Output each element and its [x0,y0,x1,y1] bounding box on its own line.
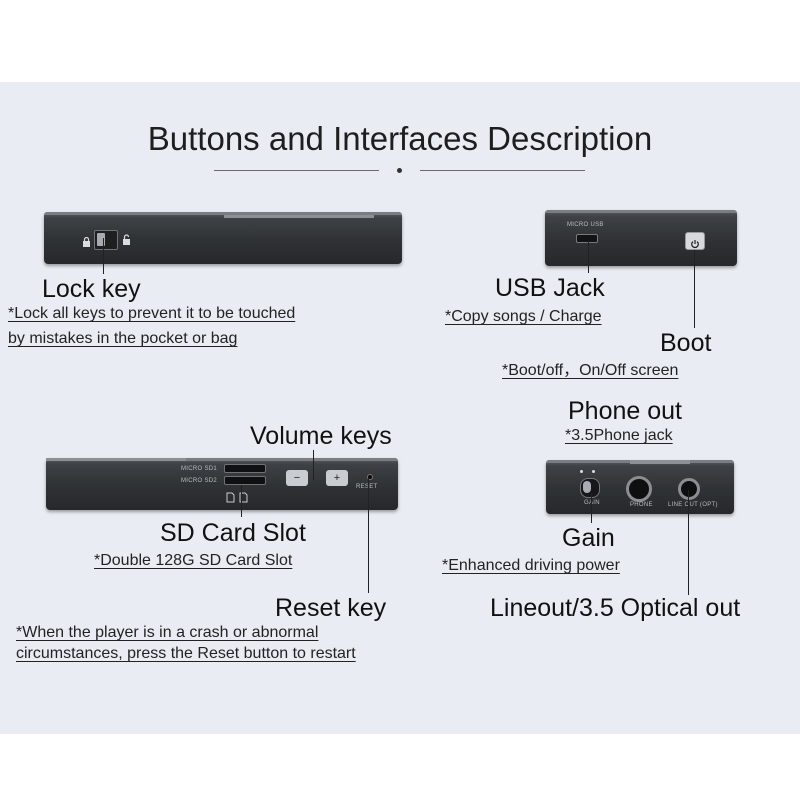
sd-card-icon-1 [226,490,235,508]
volume-leader-line [313,450,314,480]
boot-note: *Boot/off，On/Off screen [502,362,679,379]
usb-jack-label: USB Jack [495,274,605,302]
reset-key-note-2: circumstances, press the Reset button to… [16,645,356,662]
lock-leader-line [103,238,104,274]
lineout-label: Lineout/3.5 Optical out [490,594,741,622]
sd-slot-2[interactable] [224,476,266,485]
micro-sd1-text: MICRO SD1 [181,466,218,472]
boot-leader-line [694,250,695,328]
lock-key-label: Lock key [42,275,141,303]
device-bottom-view-usb: MICRO USB [545,210,737,266]
reset-key-label: Reset key [275,594,387,622]
lineout-text: LINE OUT (OPT) [668,502,718,508]
reset-key-note-1: *When the player is in a crash or abnorm… [16,624,319,641]
boot-label: Boot [660,329,712,357]
device-top-view-phone: GAIN PHONE LINE OUT (OPT) [546,460,734,514]
title-dot [397,168,402,173]
page-title: Buttons and Interfaces Description [147,120,653,157]
usb-jack-note: *Copy songs / Charge [445,308,602,325]
sd-card-slot-label: SD Card Slot [160,519,306,547]
title-rule-right [420,170,585,171]
lock-open-icon [122,232,131,250]
reset-leader-line [368,478,369,593]
volume-keys-label: Volume keys [250,422,392,450]
lineout-jack[interactable] [678,478,700,500]
lock-switch[interactable] [94,230,118,250]
reset-pinhole[interactable] [367,474,373,480]
device-top-view-lock [44,212,402,264]
sd-card-icon-2 [239,490,248,508]
phone-out-label: Phone out [568,397,682,425]
micro-usb-port[interactable] [576,234,598,243]
device-side-view-sd: MICRO SD1 MICRO SD2 − + RESET [46,458,398,510]
gain-leader-line [591,493,592,523]
title-rule-left [214,170,379,171]
gain-label: Gain [562,524,615,552]
sd-card-slot-note: *Double 128G SD Card Slot [94,552,293,569]
volume-down-button[interactable]: − [286,470,308,486]
phone-out-note: *3.5Phone jack [565,427,673,444]
usb-leader-line [588,241,589,273]
reset-text: RESET [356,484,378,490]
sd-leader-line [241,485,242,517]
phone-text: PHONE [630,502,653,508]
volume-up-button[interactable]: + [326,470,348,486]
micro-sd2-text: MICRO SD2 [181,478,218,484]
sd-slot-1[interactable] [224,464,266,473]
lock-key-note-1: *Lock all keys to prevent it to be touch… [8,305,296,322]
lineout-leader-line [688,490,689,595]
power-icon [690,236,700,254]
lock-key-note-2: by mistakes in the pocket or bag [8,330,238,347]
power-button[interactable] [685,232,705,250]
phone-jack[interactable] [626,476,652,502]
lock-closed-icon [82,234,91,252]
gain-note: *Enhanced driving power [442,557,620,574]
micro-usb-text: MICRO USB [567,222,604,228]
gain-switch[interactable] [580,478,600,498]
background-panel [0,82,800,734]
